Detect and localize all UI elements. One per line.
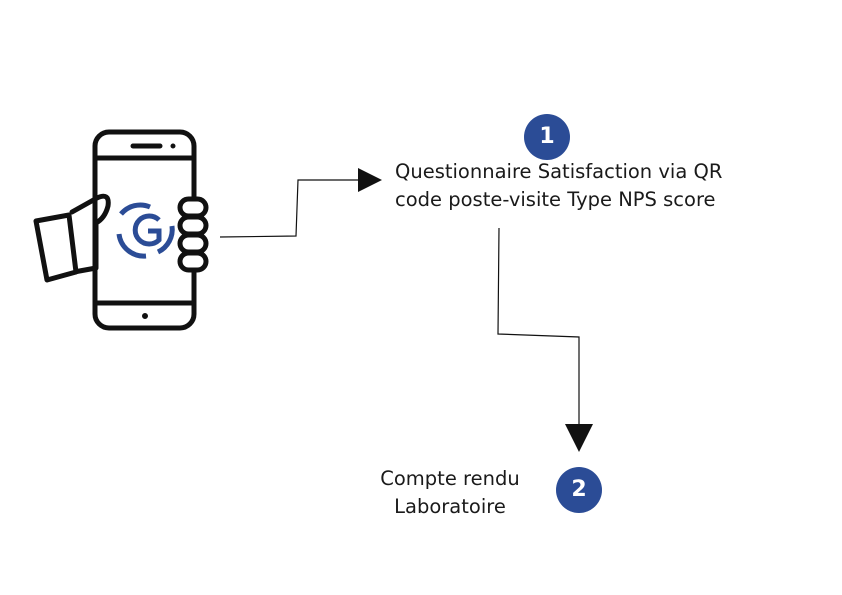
step-1-line-2: code poste-visite Type NPS score xyxy=(395,188,716,211)
step-2-badge: 2 xyxy=(556,467,602,513)
hand-holding-phone-icon xyxy=(33,129,209,331)
step-1-badge: 1 xyxy=(524,114,570,160)
step-1-line-1: Questionnaire Satisfaction via QR xyxy=(395,160,723,183)
connector-phone-to-step1 xyxy=(219,179,358,238)
step-2-label: Compte rendu Laboratoire xyxy=(355,465,545,521)
arrowhead-right xyxy=(358,168,382,192)
step-2-line-1: Compte rendu xyxy=(380,467,520,490)
connector-step1-to-step2 xyxy=(497,227,580,424)
step-1-label: Questionnaire Satisfaction via QR code p… xyxy=(395,158,722,214)
arrowhead-down xyxy=(565,424,593,452)
g-brand-logo-icon xyxy=(116,202,175,259)
step-2-line-2: Laboratoire xyxy=(394,495,506,518)
